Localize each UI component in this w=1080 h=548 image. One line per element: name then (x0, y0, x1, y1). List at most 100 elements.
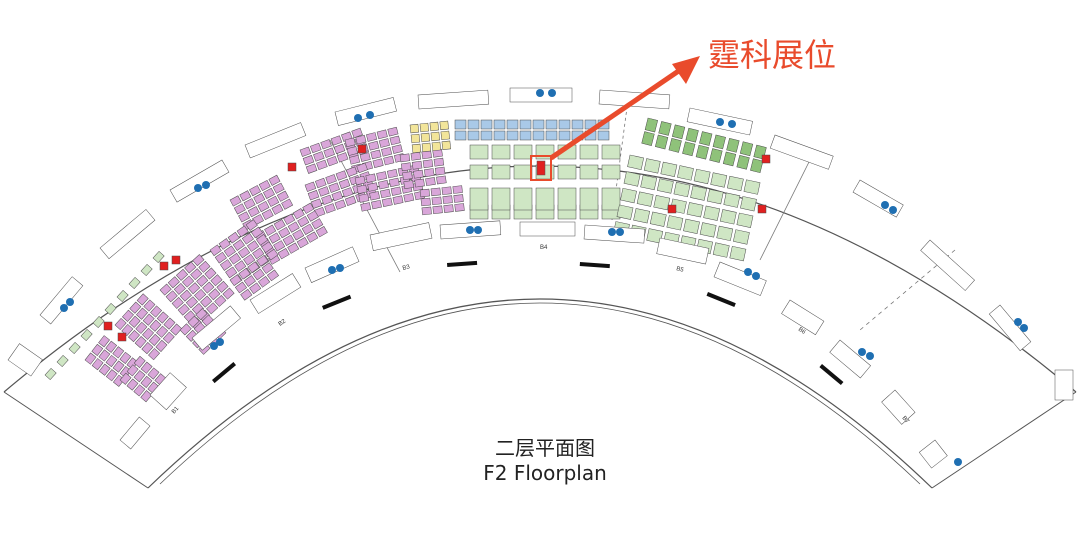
booth-green-dark (739, 141, 754, 157)
booth-pink (140, 361, 153, 374)
booth-pink (198, 260, 211, 273)
facility-block (519, 221, 576, 237)
booth-pink (328, 182, 340, 193)
booth-yellow (439, 120, 449, 131)
facility-icon (210, 342, 218, 350)
booth-pink (133, 384, 146, 397)
booth-pink (387, 126, 399, 137)
booth-yellow (431, 141, 442, 152)
booth-pink (91, 343, 104, 356)
booth-green-dark (641, 131, 655, 146)
facility-icon (548, 89, 556, 97)
booth-pink (321, 194, 333, 206)
booth-blue (545, 130, 558, 141)
booth-pink (388, 177, 400, 188)
booth-yellow (420, 132, 431, 143)
booth-green (579, 164, 599, 180)
entry-bar (819, 364, 844, 386)
hall-label-b4: B4 (540, 245, 548, 251)
booth-pink (155, 339, 168, 352)
booth-pink (341, 187, 354, 198)
booth-pink (222, 287, 235, 300)
booth-green (116, 289, 129, 303)
booth-pink (413, 169, 424, 179)
booth-pink (263, 187, 275, 199)
booth-green (740, 196, 757, 212)
booth-pink (346, 146, 358, 156)
booth-pink (241, 232, 254, 245)
booth-green-dark (682, 141, 696, 157)
booth-pink (433, 157, 445, 167)
booth-pink (216, 280, 229, 293)
booth-pink (236, 225, 249, 238)
facility-icon (744, 268, 752, 276)
booth-pink (268, 232, 281, 244)
booth-pink (196, 274, 209, 287)
booth-pink (315, 226, 328, 238)
booth-blue (519, 119, 532, 130)
booth-pink (425, 177, 436, 186)
booth-pink (163, 317, 176, 330)
booth-yellow (441, 140, 451, 150)
booth-pink (403, 193, 415, 203)
booth-green (660, 161, 678, 178)
booth-pink (143, 299, 156, 312)
booth-pink (182, 275, 195, 288)
booth-green (677, 165, 694, 181)
booth-green (706, 189, 724, 205)
booth-green-dark (709, 148, 723, 163)
booth-pink (150, 305, 163, 318)
booth-pink (136, 307, 148, 320)
booth-blue (558, 119, 571, 130)
booth-pink (170, 323, 183, 336)
booth-green (44, 367, 57, 381)
booth-green (719, 209, 737, 225)
booth-green-dark (654, 134, 669, 150)
booth-pink (128, 330, 140, 343)
booth-pink (324, 203, 336, 214)
inner-ring-outline (147, 298, 933, 489)
booth-yellow (440, 130, 450, 141)
facility-block (769, 134, 834, 170)
facility-icon (954, 458, 962, 466)
booth-red (171, 255, 181, 265)
booth-pink (232, 239, 245, 251)
booth-green (653, 195, 671, 211)
booth-pink (190, 268, 203, 281)
booth-green-dark (726, 138, 740, 153)
highlighted-booth-marker[interactable] (530, 155, 552, 181)
booth-pink (114, 317, 127, 331)
booth-yellow (410, 133, 421, 144)
booth-pink (136, 293, 149, 306)
booth-green (601, 187, 621, 211)
booth-pink (358, 193, 370, 203)
booth-pink (225, 266, 238, 279)
booth-pink (135, 321, 148, 334)
booth-pink (311, 218, 324, 230)
booth-green (579, 187, 599, 211)
booth-green (140, 263, 153, 277)
facility-block (829, 339, 871, 379)
booth-blue (571, 119, 584, 130)
highlighted-booth[interactable] (536, 160, 546, 176)
booth-pink (442, 195, 453, 204)
booth-pink (420, 197, 431, 207)
facility-icon (858, 348, 866, 356)
booth-pink (112, 360, 125, 373)
facility-block (39, 276, 84, 325)
booth-pink (282, 234, 295, 246)
booth-pink (234, 260, 247, 272)
facility-icon (728, 120, 736, 128)
facility-icon (60, 304, 68, 312)
booth-pink (223, 245, 236, 258)
booth-red (117, 332, 127, 342)
booth-pink (249, 185, 261, 197)
booth-pink (434, 166, 446, 176)
booth-pink (272, 182, 285, 194)
booth-pink (245, 219, 258, 231)
booth-green (673, 181, 691, 198)
hall-label-b6: B6 (797, 327, 807, 337)
facility-block (656, 237, 710, 265)
hall-label-b7: B7 (901, 415, 911, 425)
booth-pink (179, 323, 192, 336)
